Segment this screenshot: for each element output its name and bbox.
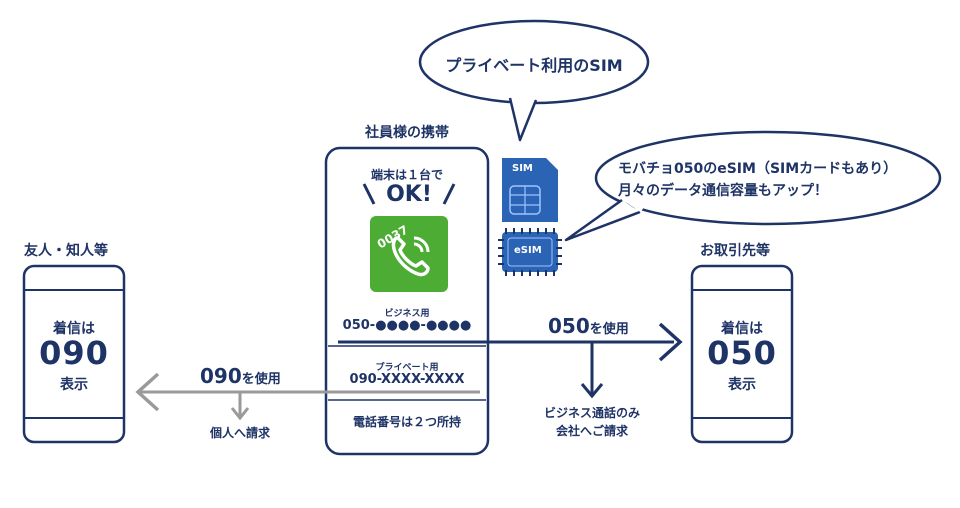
right-device-line3: 表示: [728, 377, 756, 393]
left-device-number: 090: [39, 334, 109, 372]
business-route-number: 050: [548, 314, 590, 338]
sim-card-label: SIM: [512, 163, 533, 174]
private-route-arrow: [135, 372, 480, 421]
private-route-number: 090: [200, 364, 242, 388]
speech-bubble-right: [564, 130, 942, 242]
business-route-arrow: [338, 322, 683, 399]
bubble-right-line1: モバチョ050のeSIM（SIMカードもあり）: [618, 161, 898, 177]
right-device-heading: お取引先等: [700, 243, 770, 259]
right-phone-frame: [690, 264, 794, 444]
private-number: 090-XXXX-XXXX: [349, 372, 465, 387]
left-phone-frame: [22, 264, 126, 444]
speech-bubble-top: [418, 19, 650, 142]
right-device-number: 050: [707, 334, 777, 372]
right-device-line1: 着信は: [721, 321, 763, 337]
bubble-top-text: プライベート利用のSIM: [445, 56, 623, 75]
esim-chip-icon: [498, 228, 562, 276]
sim-card-icon: [502, 158, 558, 222]
bubble-right-line2: 月々のデータ通信容量もアップ！: [618, 183, 828, 199]
private-route-note: 個人へ請求: [209, 426, 270, 440]
private-route-suffix: を使用: [241, 372, 281, 387]
business-label: ビジネス用: [384, 309, 430, 319]
private-route-label: 090を使用: [200, 364, 281, 388]
center-bottom-caption: 電話番号は２つ所持: [352, 415, 461, 429]
business-route-note-line2: 会社へご請求: [555, 424, 628, 438]
business-route-note-line1: ビジネス通話のみ: [543, 406, 640, 420]
esim-chip-label: eSIM: [514, 245, 542, 256]
private-label: プライベート用: [375, 363, 439, 373]
phone-app-icon: 0037: [370, 216, 448, 292]
center-top-caption: 端末は１台で: [370, 168, 443, 182]
left-device-heading: 友人・知人等: [24, 243, 108, 259]
business-route-label: 050を使用: [548, 314, 629, 338]
business-number: 050-●●●●-●●●●: [342, 318, 472, 333]
left-device-line1: 着信は: [53, 321, 95, 337]
center-phone-heading: 社員様の携帯: [365, 125, 449, 141]
business-route-suffix: を使用: [589, 322, 629, 337]
ok-text: OK!: [386, 182, 432, 207]
left-device-line3: 表示: [60, 377, 88, 393]
